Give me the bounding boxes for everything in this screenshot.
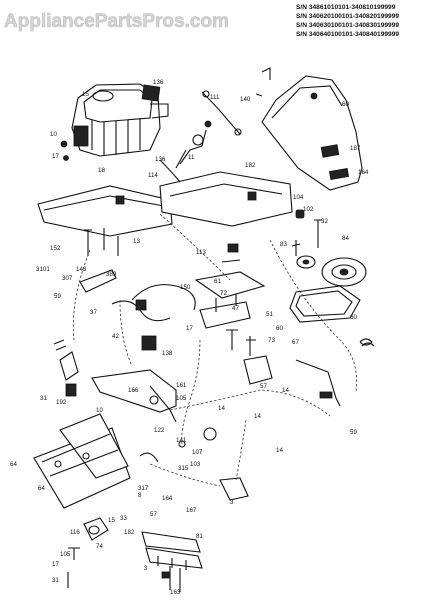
callout-label: 107 <box>192 449 203 456</box>
callout-label: 57 <box>150 511 157 518</box>
callout-label: 47 <box>232 305 239 312</box>
callout-label: 105 <box>60 551 71 558</box>
callout-label: 152 <box>50 245 61 252</box>
callout-label: 138 <box>162 350 173 357</box>
callout-label: 317 <box>138 485 149 492</box>
callout-label: 11 <box>188 154 195 161</box>
serial-line: S/N 340630100101-340830199999 <box>296 22 399 29</box>
callout-label: 31 <box>40 395 47 402</box>
callout-label: 166 <box>128 387 139 394</box>
callout-label: 10 <box>96 407 103 414</box>
callout-label: 111 <box>210 94 220 101</box>
callout-label: 72 <box>220 290 227 297</box>
drive-housing <box>91 336 341 423</box>
callout-label: 74 <box>96 543 103 550</box>
callout-label: 116 <box>70 529 80 536</box>
callout-label: 122 <box>154 427 165 434</box>
callout-label: 57 <box>260 383 267 390</box>
callout-label: 42 <box>112 333 119 340</box>
callout-label: 64 <box>10 461 17 468</box>
left-parts <box>53 269 157 397</box>
callout-label: 102 <box>303 206 314 213</box>
callout-label: 103 <box>190 461 201 468</box>
callout-label: 140 <box>240 96 251 103</box>
callout-label: 51 <box>266 311 273 318</box>
callout-label: 8 <box>138 492 142 499</box>
callout-label: 150 <box>180 284 191 291</box>
callout-label: 81 <box>196 533 203 540</box>
callout-label: 59 <box>350 429 357 436</box>
callout-label: 167 <box>186 507 197 514</box>
callout-label: 17 <box>186 325 193 332</box>
serial-line: S/N 340640100101-340840199999 <box>296 31 399 38</box>
callout-label: 104 <box>293 194 304 201</box>
callout-label: 164 <box>358 169 369 176</box>
discharge-chute <box>261 75 363 191</box>
serial-line: S/N 340620100101-340820199999 <box>296 13 399 20</box>
callout-label: 136 <box>153 79 164 86</box>
callout-label: 14 <box>276 447 283 454</box>
callout-label: 15 <box>108 517 115 524</box>
callout-label: 161 <box>176 382 187 389</box>
callout-label: 60 <box>342 101 349 108</box>
callout-labels: 136 111 140 10 60 15 17 187 11 18 136 18… <box>10 79 369 596</box>
frame-plates <box>37 171 293 237</box>
callout-label: 315 <box>178 465 189 472</box>
callout-label: 13 <box>133 238 140 245</box>
engine <box>71 83 169 157</box>
callout-label: 187 <box>350 145 361 152</box>
callout-label: 113 <box>196 249 206 256</box>
callout-label: 14 <box>282 387 289 394</box>
callout-label: 59 <box>54 293 61 300</box>
callout-label: 18 <box>98 167 105 174</box>
callout-label: 64 <box>38 485 45 492</box>
callout-label: 114 <box>148 172 158 179</box>
serial-line: S/N 34861010101-340810199999 <box>296 4 396 11</box>
control-rods <box>175 67 271 169</box>
callout-label: 84 <box>342 235 349 242</box>
callout-label: 136 <box>155 156 166 163</box>
callout-label: 33 <box>120 515 127 522</box>
callout-label: 15 <box>82 91 89 98</box>
callout-label: 17 <box>52 561 59 568</box>
bottom-frame <box>33 413 131 588</box>
callout-label: 14 <box>254 413 261 420</box>
callout-label: 3 <box>230 499 234 506</box>
watermark: AppliancePartsPros.com <box>4 11 229 32</box>
callout-label: 83 <box>280 241 287 248</box>
pulleys-belt <box>289 240 375 347</box>
part-decal <box>141 84 161 102</box>
bottom-brackets <box>139 427 249 592</box>
callout-label: 14 <box>218 405 225 412</box>
callout-label: 73 <box>268 337 275 344</box>
callout-label: 182 <box>124 529 135 536</box>
callout-label: 31 <box>52 577 59 584</box>
routing-lines <box>72 213 358 487</box>
callout-label: 192 <box>56 399 67 406</box>
callout-label: 37 <box>90 309 97 316</box>
callout-label: 3 <box>144 565 148 572</box>
callout-label: 143 <box>76 266 87 273</box>
callout-label: 41 <box>140 305 147 312</box>
callout-label: 307 <box>62 275 73 282</box>
callout-label: 10 <box>50 131 57 138</box>
callout-label: 60 <box>350 314 357 321</box>
callout-label: 141 <box>176 437 187 444</box>
callout-label: 164 <box>162 495 173 502</box>
crossbar <box>194 243 266 350</box>
callout-label: 67 <box>292 339 299 346</box>
callout-label: 61 <box>214 278 221 285</box>
callout-label: 17 <box>52 153 59 160</box>
callout-label: 389 <box>106 271 117 278</box>
callout-label: 163 <box>170 589 181 596</box>
callout-label: 105 <box>176 395 187 402</box>
callout-label: 182 <box>245 162 256 169</box>
fasteners <box>60 140 322 256</box>
callout-label: 3101 <box>36 266 50 273</box>
callout-label: 60 <box>276 325 283 332</box>
callout-label: 32 <box>321 218 328 225</box>
